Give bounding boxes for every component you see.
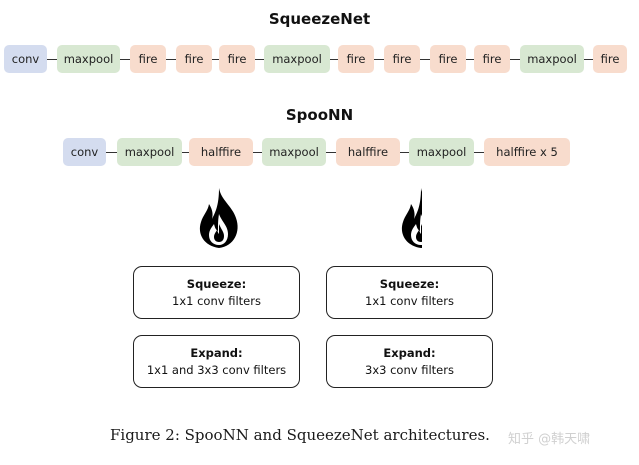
maxpool-block: maxpool [520,45,584,73]
flame-icon [199,188,238,248]
halffire-squeeze-title: Squeeze: [379,276,440,291]
connector-line [374,59,384,60]
fire-block: fire [384,45,420,73]
fire-squeeze-box: Squeeze: 1x1 conv filters [133,266,300,319]
fire-block: fire [219,45,255,73]
figure-caption: Figure 2: SpooNN and SqueezeNet architec… [110,426,490,444]
watermark: 知乎 @韩天啸 [508,432,591,447]
connector-line [166,59,176,60]
connector-line [326,152,336,153]
spoonn-title: SpooNN [285,106,354,124]
maxpool-block: maxpool [117,138,182,166]
connector-line [474,152,484,153]
halffire-expand-desc: 3x3 conv filters [365,362,454,377]
connector-line [106,152,117,153]
halffire-expand-title: Expand: [383,345,436,360]
halffire-expand-box: Expand: 3x3 conv filters [326,335,493,388]
halffire-squeeze-desc: 1x1 conv filters [365,293,454,308]
connector-line [253,152,262,153]
halffire-squeeze-box: Squeeze: 1x1 conv filters [326,266,493,319]
connector-line [510,59,520,60]
maxpool-block: maxpool [409,138,474,166]
connector-line [420,59,430,60]
fire-block: fire [593,45,627,73]
fire-block: fire [338,45,374,73]
halffire-block: halffire [189,138,253,166]
connector-line [584,59,593,60]
halffire-block: halffire x 5 [484,138,570,166]
fire-block: fire [176,45,212,73]
fire-expand-title: Expand: [190,345,243,360]
fire-expand-desc: 1x1 and 3x3 conv filters [146,362,287,377]
connector-line [330,59,338,60]
maxpool-block: maxpool [264,45,330,73]
maxpool-block: maxpool [57,45,120,73]
connector-line [47,59,57,60]
fire-squeeze-desc: 1x1 conv filters [172,293,261,308]
halffire-block: halffire [336,138,400,166]
connector-line [212,59,219,60]
fire-squeeze-title: Squeeze: [186,276,247,291]
connector-line [120,59,130,60]
maxpool-block: maxpool [262,138,326,166]
fire-block: fire [474,45,510,73]
squeezenet-title: SqueezeNet [268,10,371,28]
half-flame-icon [402,188,422,248]
connector-line [255,59,264,60]
connector-line [400,152,409,153]
fire-expand-box: Expand: 1x1 and 3x3 conv filters [133,335,300,388]
conv-block: conv [4,45,47,73]
conv-block: conv [63,138,106,166]
fire-block: fire [430,45,466,73]
fire-block: fire [130,45,166,73]
connector-line [466,59,474,60]
connector-line [182,152,189,153]
